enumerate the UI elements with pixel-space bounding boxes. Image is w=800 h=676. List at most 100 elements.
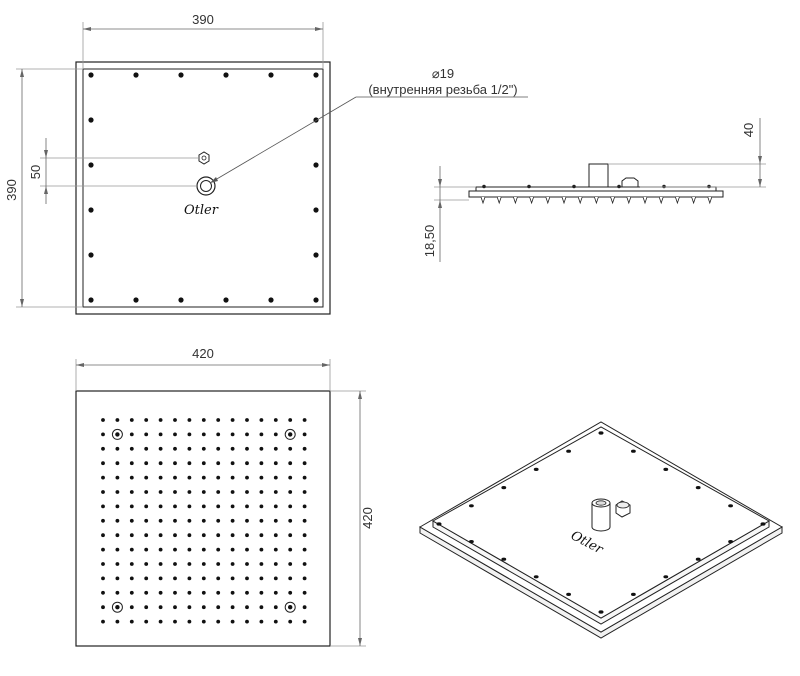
nozzle-dot <box>201 518 206 523</box>
nozzle-dot <box>101 490 105 494</box>
nozzle-dot <box>302 446 307 451</box>
dim-arrow <box>322 363 330 367</box>
nozzle-dot <box>230 590 235 595</box>
nozzle-dot <box>158 446 163 451</box>
nozzle-dot <box>173 446 177 451</box>
bolt-dot <box>313 162 319 168</box>
nozzle-dot <box>302 490 307 494</box>
nozzle-dot <box>230 475 235 480</box>
iso-bolt <box>695 486 701 490</box>
nozzle-dot <box>158 418 163 422</box>
nozzle-dot <box>230 605 235 610</box>
side-nozzle <box>626 196 632 205</box>
dim-height-420-label: 420 <box>360 507 375 529</box>
nozzle-dot <box>201 504 206 509</box>
nozzle-dot <box>288 461 293 466</box>
nozzle-dot <box>129 504 134 509</box>
nozzle-dot <box>259 475 264 480</box>
nozzle-dot <box>144 590 149 595</box>
nozzle-dot <box>187 576 192 581</box>
nozzle-dot <box>216 562 221 566</box>
bolt-dot <box>313 207 319 213</box>
nozzle-dot <box>187 533 192 538</box>
side-bolt-head <box>527 184 531 189</box>
nozzle-dot <box>173 562 177 566</box>
dim-arrow <box>358 391 362 399</box>
nozzle-dot <box>302 562 307 566</box>
nozzle-dot <box>245 518 249 523</box>
dim-arrow <box>76 363 84 367</box>
nozzle-dot <box>129 518 134 523</box>
nozzle-dot <box>288 562 293 566</box>
bolt-dot <box>88 117 94 123</box>
nozzle-dot <box>201 418 206 422</box>
dim-arrow <box>438 200 442 208</box>
nozzle-dot <box>302 418 307 422</box>
nozzle-dot <box>187 432 192 437</box>
bolt-dot <box>178 72 184 78</box>
nozzle-dot <box>259 432 264 437</box>
hex-nut-hole <box>201 155 207 161</box>
dim-height-390-label: 390 <box>4 179 19 201</box>
nozzle-dot <box>158 432 163 437</box>
dim-arrow <box>20 69 24 77</box>
nozzle-dot <box>173 432 177 437</box>
nozzle-dot <box>201 590 206 595</box>
side-nozzle <box>707 196 713 205</box>
nozzle-dot <box>101 504 105 509</box>
nozzle-dot <box>129 461 134 466</box>
nozzle-dot <box>259 490 264 494</box>
iso-bolt <box>695 557 701 561</box>
nozzle-dot <box>101 461 105 466</box>
nozzle-dot <box>187 590 192 595</box>
nozzle-dot <box>158 490 163 494</box>
nozzle-dot <box>245 605 249 610</box>
nozzle-dot <box>302 547 307 552</box>
nozzle-dot <box>201 619 206 624</box>
nozzle-dot <box>173 461 177 466</box>
nozzle-dot <box>115 533 120 538</box>
nozzle-dot <box>216 504 221 509</box>
nozzle-dot <box>115 619 120 624</box>
nozzle-dot <box>115 504 120 509</box>
nozzle-dot <box>173 619 177 624</box>
nozzle-dot <box>115 490 120 494</box>
nozzle-dot <box>259 461 264 466</box>
iso-bolt <box>631 449 636 453</box>
nozzle-dot <box>187 446 192 451</box>
nozzle-dot <box>216 590 221 595</box>
nozzle-dot <box>245 590 249 595</box>
iso-bolt <box>436 522 442 526</box>
nozzle-dot <box>273 446 278 451</box>
iso-bolt <box>469 540 474 544</box>
nozzle-dot <box>101 446 105 451</box>
iso-bolt <box>728 504 733 508</box>
dim-1850-label: 18,50 <box>422 225 437 258</box>
nozzle-dot <box>288 518 293 523</box>
diameter-label: ⌀19 <box>432 66 454 81</box>
nozzle-dot <box>201 547 206 552</box>
nozzle-dot <box>158 619 163 624</box>
nozzle-dot <box>187 504 192 509</box>
iso-bolt <box>469 504 474 508</box>
side-nozzle <box>675 196 680 205</box>
nozzle-dot <box>302 432 307 437</box>
nozzle-dot <box>115 590 120 595</box>
nozzle-dot <box>302 533 307 538</box>
side-bolt-head <box>617 184 621 189</box>
nozzle-dot <box>129 547 134 552</box>
nozzle-dot <box>288 475 293 480</box>
nozzle-dot <box>201 461 206 466</box>
nozzle-dot <box>245 619 249 624</box>
side-view-nozzles <box>480 196 713 205</box>
nozzle-dot <box>101 562 105 566</box>
side-nozzle <box>610 196 615 205</box>
mounting-screw-center <box>115 432 120 437</box>
iso-bolt <box>760 522 766 526</box>
nozzle-dot <box>101 533 105 538</box>
nozzle-dot <box>216 446 221 451</box>
dim-arrow <box>758 156 762 164</box>
dim-width-390-label: 390 <box>192 12 214 27</box>
nozzle-dot <box>129 490 134 494</box>
nozzle-dot <box>302 504 307 509</box>
